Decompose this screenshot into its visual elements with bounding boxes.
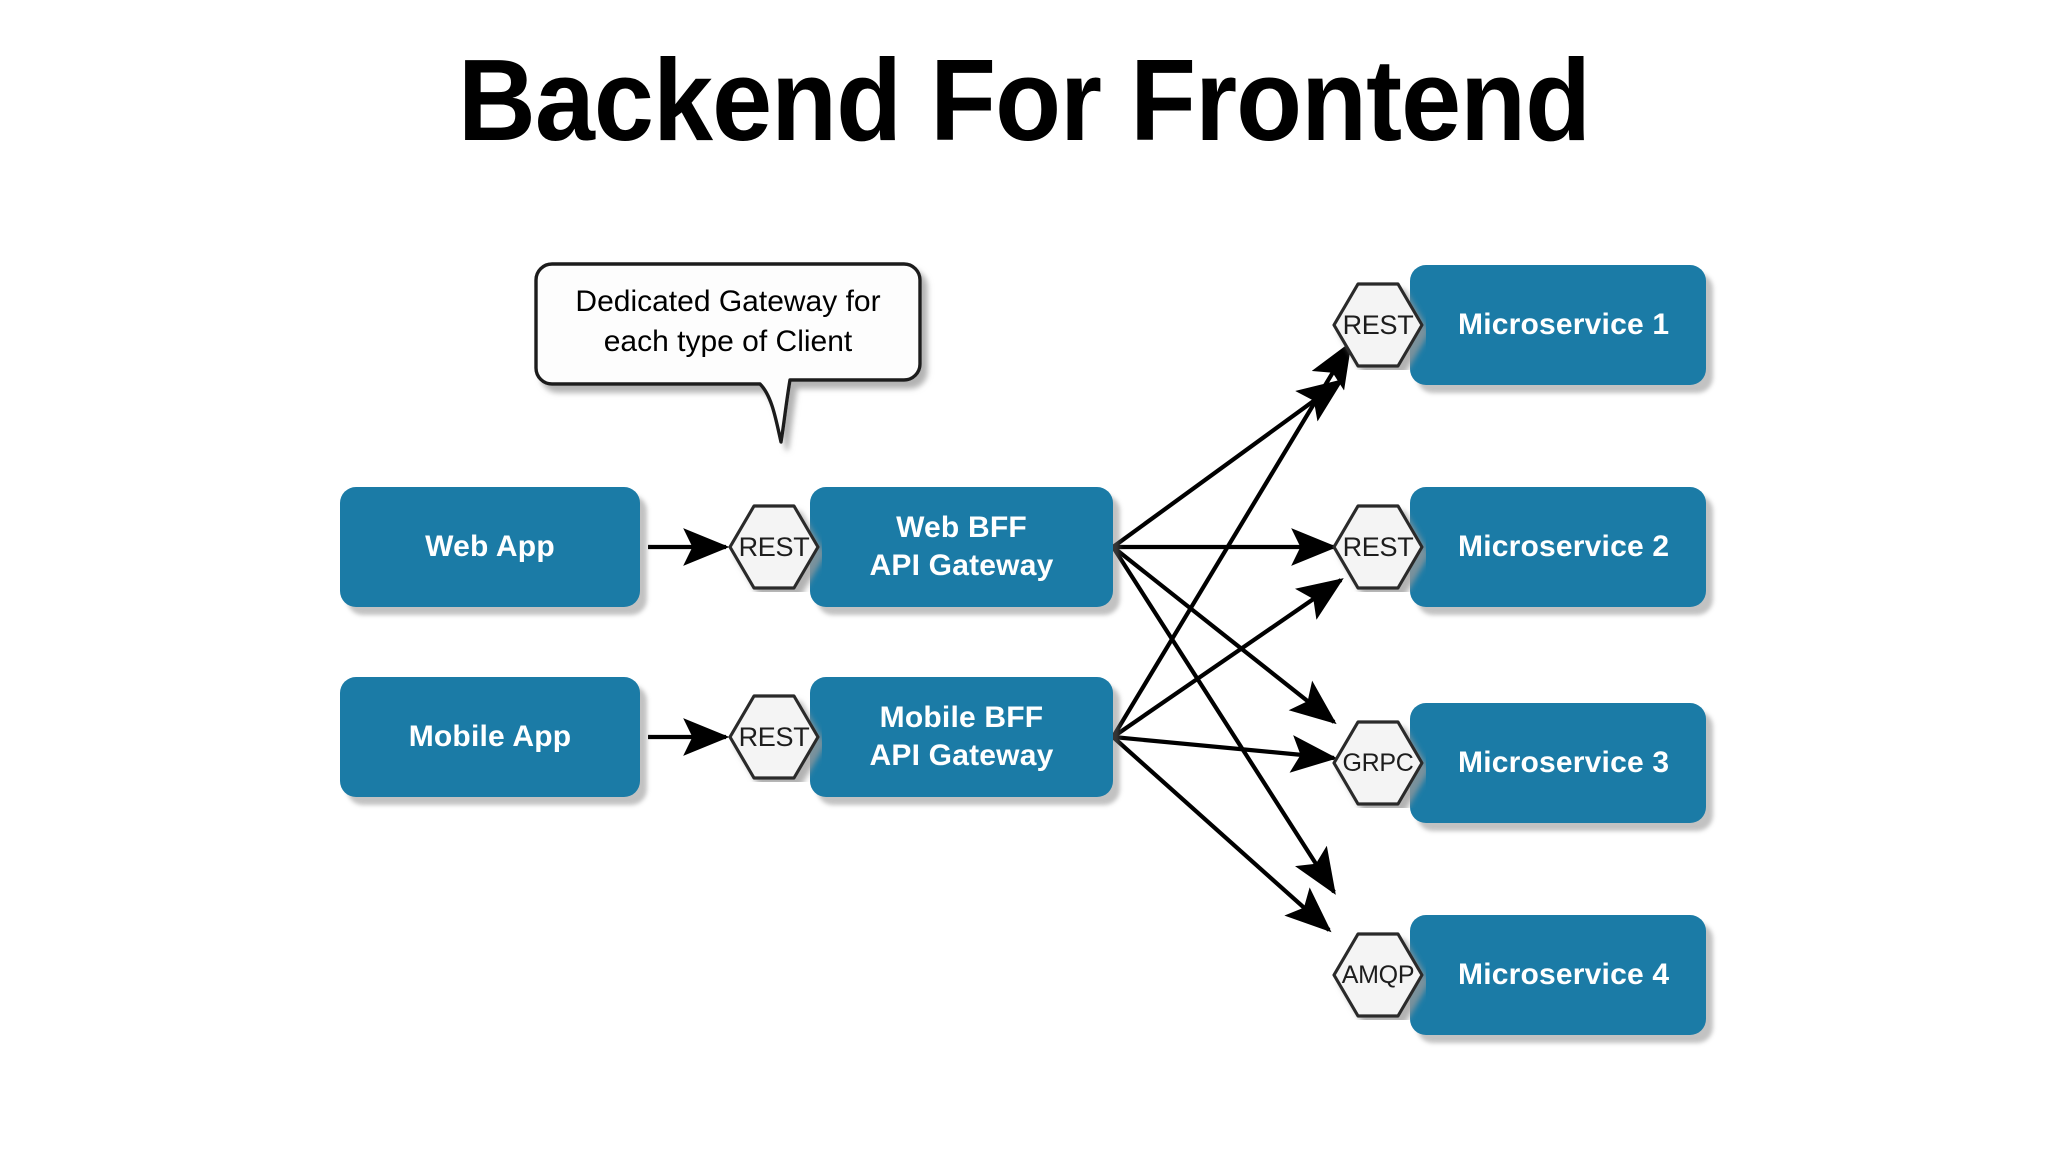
protocol-badge-mobile-bff-inbound-label: REST — [738, 721, 810, 752]
web-bff-fanout-arrows — [1111, 379, 1344, 895]
arrow-mobile-bff-to-microservice-2 — [1111, 578, 1344, 739]
node-microservice-4[interactable]: Microservice 4 — [1410, 915, 1706, 1035]
hexagon-icon — [1332, 282, 1424, 368]
protocol-badge-web-bff-inbound[interactable]: REST — [726, 502, 822, 592]
node-web-bff-line-1: Web BFF — [896, 510, 1027, 544]
node-microservice-1[interactable]: Microservice 1 — [1410, 265, 1706, 385]
arrow-web-bff-to-microservice-1 — [1111, 379, 1344, 549]
protocol-badge-microservice-2[interactable]: REST — [1330, 502, 1426, 592]
arrow-mobile-bff-to-microservice-3 — [1112, 734, 1338, 773]
hexagon-icon — [728, 504, 820, 590]
node-web-bff-api-gateway[interactable]: Web BFF API Gateway — [810, 487, 1113, 607]
page-title: Backend For Frontend — [457, 35, 1591, 165]
node-web-app[interactable]: Web App — [340, 487, 640, 607]
protocol-badge-mobile-bff-inbound[interactable]: REST — [726, 692, 822, 782]
arrow-web-bff-to-microservice-3 — [1111, 545, 1337, 725]
callout-line-1: Dedicated Gateway for — [575, 285, 881, 319]
node-microservice-1-label: Microservice 1 — [1458, 307, 1670, 341]
hexagon-icon — [1332, 932, 1424, 1018]
node-mobile-bff-line-1: Mobile BFF — [879, 700, 1044, 734]
mobile-bff-fanout-arrows — [1111, 341, 1352, 933]
protocol-badge-microservice-3[interactable]: GRPC — [1330, 718, 1426, 808]
protocol-badge-web-bff-inbound-label: REST — [738, 531, 810, 562]
protocol-badge-microservice-2-label: REST — [1342, 531, 1414, 562]
protocol-badge-microservice-4-label: AMQP — [1341, 960, 1415, 989]
protocol-badge-microservice-1-label: REST — [1342, 309, 1414, 340]
dedicated-gateway-callout: Dedicated Gateway for each type of Clien… — [536, 264, 920, 380]
arrow-mobile-bff-to-microservice-1 — [1111, 341, 1352, 739]
node-mobile-bff-line-2: API Gateway — [869, 739, 1054, 772]
node-web-bff-line-2: API Gateway — [869, 549, 1054, 582]
node-mobile-app[interactable]: Mobile App — [340, 677, 640, 797]
hexagon-icon — [728, 694, 820, 780]
callout-line-2: each type of Client — [603, 325, 853, 358]
node-microservice-2-label: Microservice 2 — [1458, 529, 1670, 563]
node-microservice-3-label: Microservice 3 — [1458, 745, 1670, 779]
node-mobile-app-label: Mobile App — [408, 719, 572, 753]
client-gateway-arrows — [648, 528, 730, 756]
arrow-web-bff-to-microservice-4 — [1111, 545, 1336, 895]
node-microservice-3[interactable]: Microservice 3 — [1410, 703, 1706, 823]
node-microservice-4-label: Microservice 4 — [1458, 957, 1670, 991]
node-web-app-label: Web App — [425, 529, 555, 563]
arrow-mobile-bff-to-microservice-4 — [1111, 735, 1332, 933]
protocol-badge-microservice-1[interactable]: REST — [1330, 280, 1426, 370]
protocol-badge-microservice-4[interactable]: AMQP — [1330, 930, 1426, 1020]
node-mobile-bff-api-gateway[interactable]: Mobile BFF API Gateway — [810, 677, 1113, 797]
protocol-badge-microservice-3-label: GRPC — [1342, 748, 1414, 777]
node-microservice-2[interactable]: Microservice 2 — [1410, 487, 1706, 607]
